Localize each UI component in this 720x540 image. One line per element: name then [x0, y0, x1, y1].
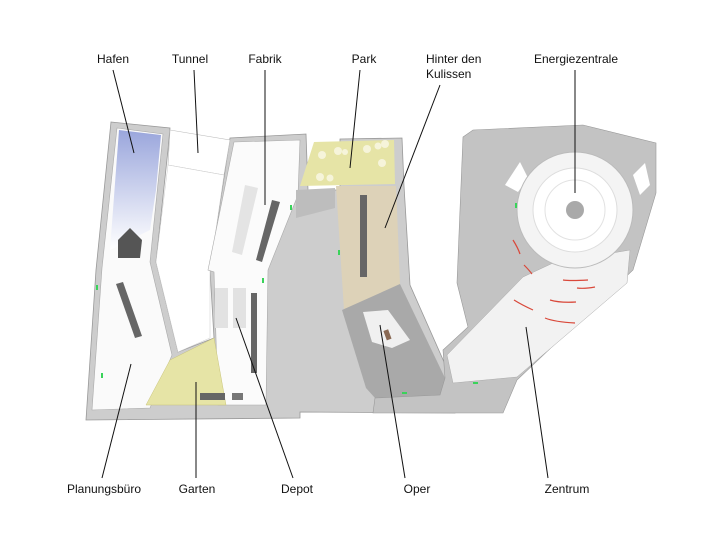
garten-bench: [200, 393, 225, 400]
depot-shelves-1: [215, 288, 228, 328]
hafen-water: [110, 130, 161, 250]
depot-bar: [251, 293, 257, 373]
leader-zentrum: [525, 326, 549, 479]
leader-oper: [379, 324, 406, 479]
label-planungsbuero: Planungsbüro: [66, 482, 142, 496]
label-hinter-den-kulissen: Hinter den Kulissen: [426, 52, 481, 82]
fabrik-bar: [256, 200, 280, 262]
planungsbuero-bar: [116, 282, 142, 338]
label-tunnel: Tunnel: [171, 52, 209, 66]
leader-planungsbuero: [101, 363, 132, 479]
oper-stage: [363, 310, 410, 348]
garten-area: [145, 337, 227, 406]
park-trees: [316, 140, 389, 182]
label-park: Park: [351, 52, 377, 66]
leader-hafen: [112, 69, 135, 154]
oper-prop: [383, 329, 392, 341]
exit-markers: [96, 203, 517, 394]
label-hinter-line1: Hinter den: [426, 52, 482, 66]
label-zentrum: Zentrum: [544, 482, 590, 496]
label-hafen: Hafen: [96, 52, 130, 66]
kulissen-bar: [360, 195, 367, 277]
connector-walkway: [296, 188, 335, 218]
label-oper: Oper: [403, 482, 431, 496]
label-energiezentrale: Energiezentrale: [533, 52, 619, 66]
garten-bench-2: [232, 393, 243, 400]
leader-park: [349, 69, 361, 169]
fabrik-ramp: [232, 185, 258, 255]
hafen-stair: [118, 228, 142, 258]
leader-hinter: [384, 84, 441, 229]
light-well-left: [505, 162, 528, 192]
label-fabrik: Fabrik: [248, 52, 282, 66]
leader-depot: [235, 317, 294, 479]
tunnel-void: [155, 164, 225, 353]
seating-rows: [512, 239, 596, 324]
depot-shelves-2: [233, 288, 246, 328]
zentrum-area: [446, 249, 631, 384]
leader-tunnel: [193, 69, 199, 154]
label-hinter-line2: Kulissen: [426, 67, 472, 81]
label-depot: Depot: [280, 482, 314, 496]
hinter-den-kulissen-area: [336, 186, 400, 310]
label-garten: Garten: [178, 482, 216, 496]
drum-core: [566, 201, 584, 219]
leader-lines: [101, 69, 576, 479]
light-well-right: [633, 163, 650, 195]
